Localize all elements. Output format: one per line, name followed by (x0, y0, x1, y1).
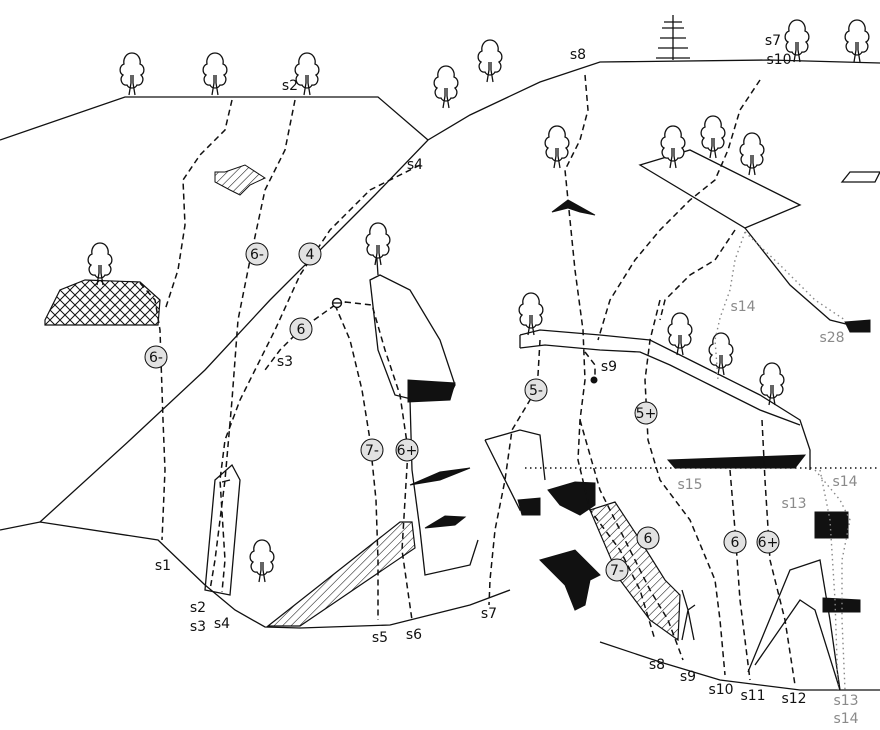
route-start-labels: s1 s2 s3 s4 s5 s6 s7 s8 s9 s10 s11 s12 s13 s14 (155, 558, 859, 727)
route-label-s8-top: s8 (570, 47, 586, 63)
route-s11 (730, 470, 750, 680)
route-label-s12: s12 (781, 691, 806, 707)
route-label-s4: s4 (214, 616, 230, 632)
grade-s3: 6 (297, 322, 306, 338)
route-label-s7: s7 (481, 606, 497, 622)
route-label-s14-mid: s14 (730, 299, 755, 315)
climbing-routes (140, 75, 795, 685)
route-label-s2: s2 (190, 600, 206, 616)
route-label-s3: s3 (190, 619, 206, 635)
route-label-s14-right: s14 (832, 474, 857, 490)
route-label-s4-top: s4 (407, 157, 423, 173)
route-label-s9: s9 (680, 669, 696, 685)
grade-s7: 5- (529, 383, 543, 399)
route-grade-markers: 6- 6- 4 6 7- 6+ 5- 6 7- 5+ 6 6+ (145, 243, 779, 581)
route-label-s6: s6 (406, 627, 422, 643)
route-label-s2-top: s2 (282, 78, 298, 94)
grade-s6: 6+ (397, 443, 418, 459)
route-label-s11: s11 (740, 688, 765, 704)
route-label-s9-top: s9 (601, 359, 617, 375)
route-s9-upper (585, 352, 595, 375)
route-label-s13-right: s13 (781, 496, 806, 512)
route-label-s3-top: s3 (277, 354, 293, 370)
grade-s11: 6 (731, 535, 740, 551)
route-label-s28: s28 (819, 330, 844, 346)
grade-s9: 7- (610, 563, 624, 579)
route-label-s1: s1 (155, 558, 171, 574)
route-label-s8: s8 (649, 657, 665, 673)
route-s1-upper (165, 100, 232, 310)
route-s4 (220, 165, 420, 592)
grade-s2: 6- (250, 247, 264, 263)
route-label-s5: s5 (372, 630, 388, 646)
grade-s5: 7- (365, 443, 379, 459)
grade-s12: 6+ (758, 535, 779, 551)
route-label-s13-bottom: s13 (833, 693, 858, 709)
route-s10-branch (660, 230, 735, 320)
trees (88, 15, 869, 640)
grade-s8: 6 (644, 531, 653, 547)
route-label-s14-bottom: s14 (833, 711, 858, 727)
route-end-labels: s2 s4 s3 s8 s7 s10 s9 s14 s28 s15 s13 s14 (277, 33, 858, 512)
route-label-s10-top: s10 (766, 52, 791, 68)
grade-s1: 6- (149, 350, 163, 366)
route-label-s15: s15 (677, 477, 702, 493)
route-label-s7-top: s7 (765, 33, 781, 49)
grade-s4: 4 (306, 247, 315, 263)
grade-s10: 5+ (636, 406, 657, 422)
route-label-s10: s10 (708, 682, 733, 698)
